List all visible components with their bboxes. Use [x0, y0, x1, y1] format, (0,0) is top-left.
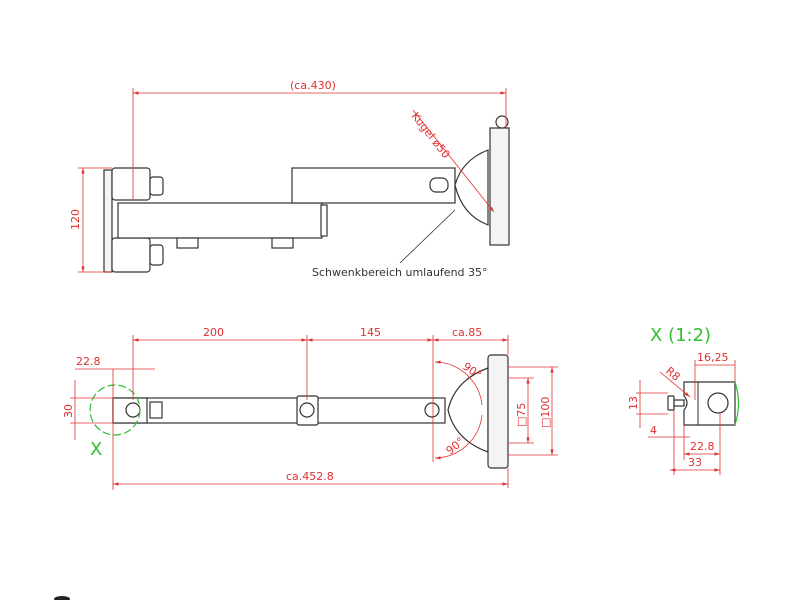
pivot-hole [424, 402, 440, 418]
radius-label: R8 [663, 364, 683, 383]
ball-diameter-label: Kugel ø50 [409, 110, 453, 161]
side-view: X 200 145 ca.85 22.8 30 ca.452.8 90° 90°… [62, 326, 558, 490]
dim-33: 33 [688, 456, 702, 469]
detail-view: X (1:2) 16,25 R8 13 4 22.8 33 [627, 325, 740, 475]
monitor-plate [487, 354, 509, 469]
leader-line [399, 209, 456, 264]
leader-line [659, 371, 691, 398]
dim-22-8: 22.8 [76, 355, 101, 368]
lower-arm-cap [320, 204, 328, 237]
dim-total: ca.452.8 [286, 470, 334, 483]
dim-height: 120 [69, 209, 82, 230]
dim-85: ca.85 [452, 326, 482, 339]
detail-title: X (1:2) [650, 325, 711, 346]
knob [149, 401, 163, 419]
plate-knob [495, 115, 509, 129]
bolt [176, 237, 199, 249]
dim-4: 4 [650, 424, 657, 437]
knob-shaft [673, 399, 685, 407]
monitor-plate [489, 127, 510, 246]
edge-mark [54, 596, 70, 600]
angle-arc [434, 414, 483, 460]
upper-hinge-block [111, 167, 151, 201]
pivot-hole [125, 402, 141, 418]
pivot-hole [707, 392, 729, 414]
lower-knob [149, 244, 164, 266]
lower-hinge-block [111, 237, 151, 273]
ball-stem [429, 177, 449, 193]
ball-joint [454, 149, 489, 226]
pivot-hole [299, 402, 315, 418]
dim-145: 145 [360, 326, 381, 339]
upper-knob [149, 176, 164, 196]
dim-22-8-detail: 22.8 [690, 440, 715, 453]
detail-marker: X [90, 439, 102, 460]
bolt [271, 237, 294, 249]
swivel-note: Schwenkbereich umlaufend 35° [312, 266, 488, 279]
dim-16-25: 16,25 [697, 351, 729, 364]
wall-plate [103, 169, 113, 273]
dim-overall-length: (ca.430) [290, 79, 336, 92]
dim-plate-100: □100 [539, 397, 552, 428]
dim-plate-75: □75 [515, 403, 528, 427]
lower-arm [117, 202, 323, 239]
dim-30: 30 [62, 404, 75, 418]
top-view: (ca.430) 120 Kugel ø50 Schwenkbereich um… [69, 79, 510, 279]
arm [112, 397, 446, 424]
detail-circle [89, 384, 141, 436]
upper-arm [291, 167, 456, 204]
leader-line [412, 109, 495, 213]
detail-edge [734, 381, 740, 426]
dim-13: 13 [627, 396, 640, 410]
angle-arc [434, 360, 483, 406]
knob-head [667, 395, 675, 411]
dim-200: 200 [203, 326, 224, 339]
